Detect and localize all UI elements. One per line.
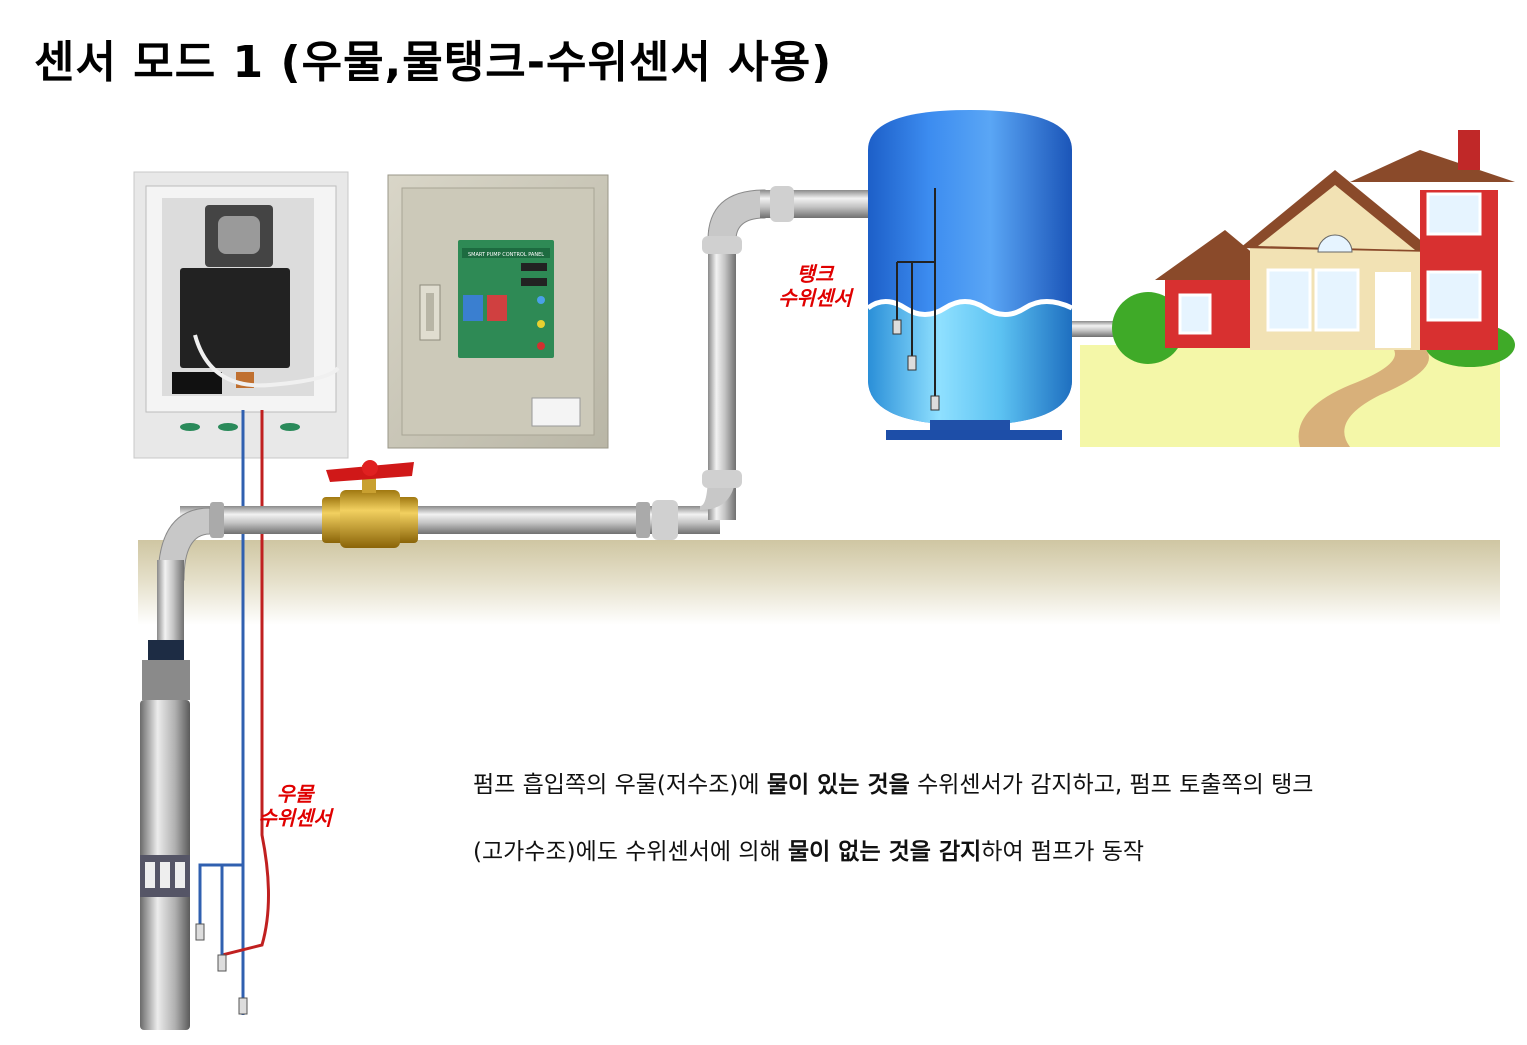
well-sensor-label-line1: 우물 <box>276 782 314 806</box>
ground-band <box>138 540 1500 625</box>
riser-top-elbow <box>707 189 766 241</box>
desc-part: 하여 펌프가 동작 <box>981 839 1145 865</box>
well-sensor-wire-branch <box>198 863 243 955</box>
pipe-coupling <box>636 502 650 538</box>
house-illustration <box>1080 130 1515 447</box>
desc-part: 펌프 흡입쪽의 우물(저수조)에 <box>473 772 767 798</box>
pipe-coupling <box>652 500 678 540</box>
submersible-pump <box>140 640 190 1030</box>
well-sensor-probe <box>217 954 227 972</box>
main-pipe <box>180 506 720 534</box>
ball-valve <box>322 460 418 548</box>
well-sensor-label: 우물 수위센서 <box>240 782 350 830</box>
desc-part: 수위센서가 감지하고, 펌프 토출쪽의 탱크(고가수조)에도 수위센서에 의해 <box>473 772 1314 865</box>
tank-sensor-label-line1: 탱크 <box>796 262 834 286</box>
pipe-coupling <box>770 186 794 222</box>
well-sensor-probe <box>195 923 205 941</box>
smart-pump-control-panel: SMART PUMP CONTROL PANEL <box>387 174 609 449</box>
desc-part-bold: 물이 있는 것을 <box>766 772 910 798</box>
desc-part-bold: 물이 없는 것을 감지 <box>787 839 982 865</box>
pipe-coupling <box>702 236 742 254</box>
panel-header-text: SMART PUMP CONTROL PANEL <box>468 252 544 258</box>
description-text: 펌프 흡입쪽의 우물(저수조)에 물이 있는 것을 수위센서가 감지하고, 펌프… <box>473 752 1333 886</box>
well-sensor-wire-red <box>220 410 270 965</box>
tank-sensor-label: 탱크 수위센서 <box>760 262 870 310</box>
well-sensor-label-line2: 수위센서 <box>258 806 332 830</box>
page-title: 센서 모드 1 (우물,물탱크-수위센서 사용) <box>34 37 833 88</box>
tank-sensor-label-line2: 수위센서 <box>778 286 852 310</box>
pipe-coupling <box>702 470 742 488</box>
pipe-coupling <box>210 502 224 538</box>
well-sensor-probe <box>238 997 248 1015</box>
pump-riser-pipe <box>157 560 184 650</box>
open-control-box <box>133 171 349 459</box>
water-tank <box>866 110 1074 440</box>
